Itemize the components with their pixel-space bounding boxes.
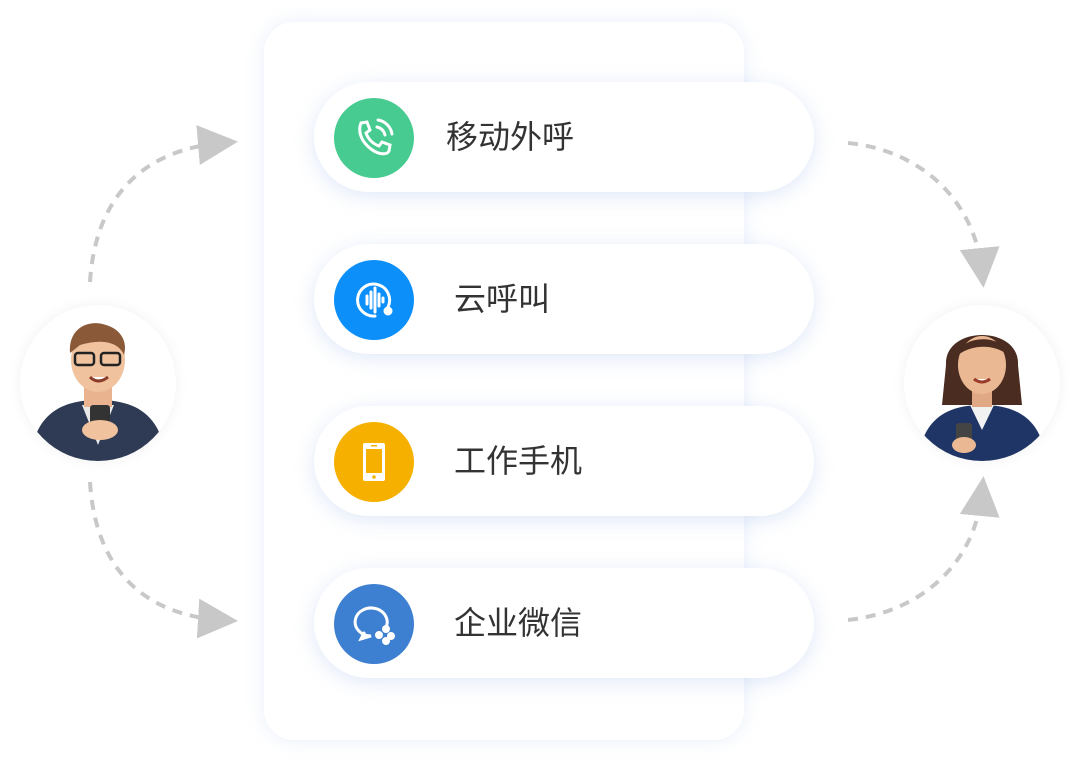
channel-label: 移动外呼 (446, 118, 575, 156)
wecom-icon (334, 584, 414, 664)
cloud-call-headset-icon (334, 260, 414, 340)
channel-label: 工作手机 (454, 442, 583, 480)
arrow-left-top (88, 125, 238, 283)
channel-wecom[interactable]: 企业微信 (314, 568, 814, 678)
channel-label: 云呼叫 (454, 280, 551, 318)
arrow-right-bottom (847, 476, 1000, 622)
agent-avatar-male (20, 305, 176, 461)
channel-cloud-call[interactable]: 云呼叫 (314, 244, 814, 354)
arrow-left-bottom (88, 481, 238, 639)
mobile-phone-icon (334, 422, 414, 502)
channel-mobile-outbound[interactable]: 移动外呼 (314, 82, 814, 192)
arrow-right-top (847, 141, 1000, 288)
channel-label: 企业微信 (454, 604, 583, 642)
channel-work-phone[interactable]: 工作手机 (314, 406, 814, 516)
customer-avatar-female (904, 305, 1060, 461)
phone-call-icon (334, 98, 414, 178)
